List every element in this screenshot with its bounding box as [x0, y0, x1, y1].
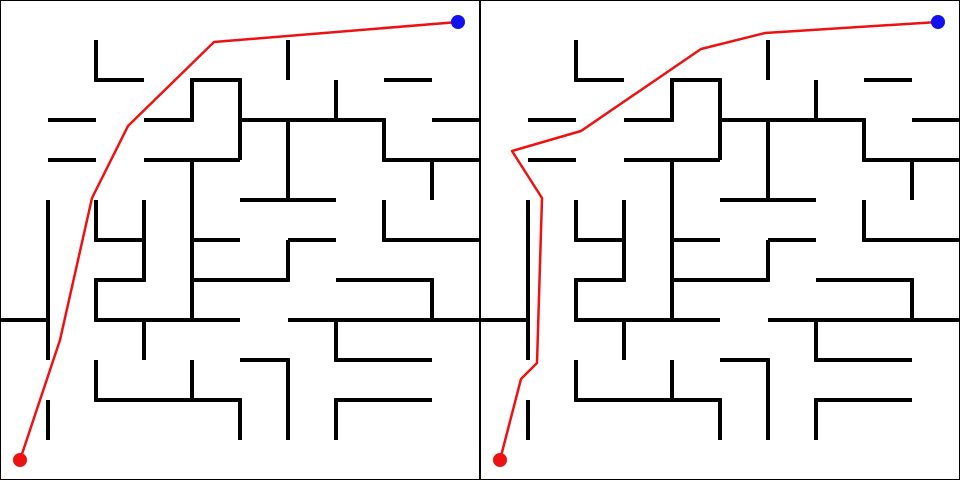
maze-panel-1	[0, 0, 480, 480]
maze-wall	[336, 278, 434, 320]
maze-wall	[574, 200, 624, 242]
maze-wall	[814, 398, 912, 440]
maze-wall	[94, 40, 144, 82]
maze-panel-2	[480, 0, 960, 480]
start-point	[493, 453, 507, 467]
maze-wall	[382, 200, 480, 242]
maze-wall	[144, 78, 242, 160]
maze-wall	[240, 358, 290, 440]
maze-wall	[720, 358, 770, 440]
maze-wall	[94, 360, 242, 440]
maze-wall	[334, 320, 432, 362]
maze-wall	[94, 200, 144, 242]
maze-wall	[816, 278, 914, 320]
solution-path	[18, 20, 460, 462]
goal-point	[931, 15, 945, 29]
goal-point	[451, 15, 465, 29]
maze-wall	[672, 240, 770, 282]
maze-wall	[334, 398, 432, 440]
maze-wall	[574, 40, 624, 82]
maze-wall	[624, 78, 722, 160]
maze-wall	[192, 240, 290, 282]
start-point	[13, 453, 27, 467]
maze-wall	[574, 360, 722, 440]
solution-path	[498, 20, 940, 462]
maze-wall	[862, 200, 960, 242]
maze-wall	[814, 320, 912, 362]
